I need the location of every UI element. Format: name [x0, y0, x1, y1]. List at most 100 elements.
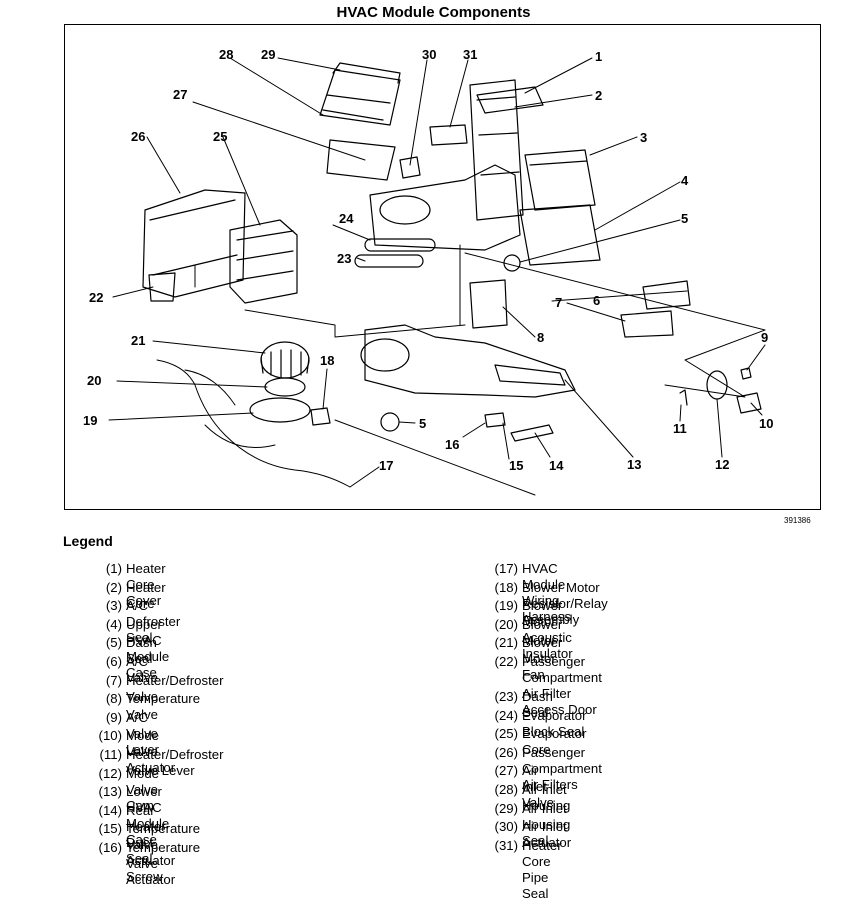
leader-lines — [108, 57, 766, 488]
legend-number: (15) — [98, 821, 122, 837]
callout-27: 27 — [173, 87, 187, 102]
legend-number: (3) — [105, 598, 122, 614]
legend-number: (16) — [98, 839, 122, 855]
callout-3: 3 — [640, 130, 647, 145]
callout-13: 13 — [627, 457, 641, 472]
callout-5-upper: 5 — [681, 211, 688, 226]
callout-23: 23 — [337, 251, 351, 266]
legend-number: (21) — [494, 635, 518, 651]
legend-label: Evaporator Block Seal — [522, 707, 587, 739]
legend-number: (29) — [494, 800, 518, 816]
legend-label: Temperature Valve — [126, 691, 201, 723]
legend-number: (12) — [98, 765, 122, 781]
callout-labels: 1 2 3 4 5 5 6 7 8 9 10 11 12 13 14 15 16… — [83, 47, 773, 473]
legend-label: Heater/Defroster Valve Lever — [126, 746, 224, 778]
legend-label: Blower Motor Resistor/Relay Assembly — [522, 579, 608, 627]
legend-label: A/C Valve Lever — [126, 709, 159, 757]
legend-label: Blower Motor Acoustic Insulator — [522, 598, 573, 662]
legend-number: (2) — [105, 579, 122, 595]
legend-label: Air Inlet Housing Seal — [522, 800, 571, 848]
callout-4: 4 — [681, 173, 689, 188]
legend-number: (30) — [494, 819, 518, 835]
legend-number: (9) — [105, 709, 122, 725]
callout-31: 31 — [463, 47, 477, 62]
legend-label: A/C Defroster Seal — [126, 598, 181, 646]
callout-12: 12 — [715, 457, 729, 472]
callout-2: 2 — [595, 88, 602, 103]
callout-14: 14 — [549, 458, 564, 473]
legend-label: HVAC Module Wiring Harness — [522, 561, 572, 624]
legend-number: (5) — [105, 635, 122, 651]
legend-label: Lower HVAC Module Case — [126, 784, 170, 848]
legend-number: (7) — [105, 672, 122, 688]
legend-number: (13) — [98, 784, 122, 800]
legend-label: Heater Core Pipe Seal — [522, 837, 562, 901]
legend-label: Rear Heater Duct Seal — [126, 802, 166, 866]
callout-22: 22 — [89, 290, 103, 305]
legend-number: (22) — [494, 653, 518, 669]
callout-20: 20 — [87, 373, 101, 388]
legend-number: (6) — [105, 653, 122, 669]
legend-label: Air Inlet Valve — [522, 763, 555, 811]
parts-artwork — [142, 62, 766, 496]
legend-number: (19) — [494, 598, 518, 614]
callout-28: 28 — [219, 47, 233, 62]
callout-21: 21 — [131, 333, 145, 348]
diagram-artwork: 1 2 3 4 5 5 6 7 8 9 10 11 12 13 14 15 16… — [83, 47, 773, 496]
callout-1: 1 — [595, 49, 602, 64]
legend-label: Dash Seal — [126, 635, 157, 667]
callout-6: 6 — [593, 293, 600, 308]
legend-number: (26) — [494, 744, 518, 760]
callout-16: 16 — [445, 437, 459, 452]
figure-id: 391386 — [784, 516, 811, 525]
callout-19: 19 — [83, 413, 97, 428]
callout-26: 26 — [131, 129, 145, 144]
legend-label: Heater Core — [126, 579, 166, 611]
callout-8: 8 — [537, 330, 544, 345]
callout-5-lower: 5 — [419, 416, 426, 431]
legend-number: (1) — [105, 561, 122, 576]
legend-label: Heater/Defroster Valve — [126, 672, 224, 704]
legend-number: (25) — [494, 726, 518, 742]
legend-label: Mode Valve Actuator — [126, 728, 176, 776]
callout-17: 17 — [379, 458, 393, 473]
legend-number: (20) — [494, 616, 518, 632]
legend-number: (27) — [494, 763, 518, 779]
callout-24: 24 — [339, 211, 354, 226]
legend-label: Temperature Valve Actuator — [126, 839, 201, 887]
callout-25: 25 — [213, 129, 227, 144]
legend-number: (8) — [105, 691, 122, 707]
callout-7: 7 — [555, 295, 562, 310]
legend-number: (31) — [494, 837, 518, 853]
legend-number: (17) — [494, 561, 518, 576]
legend-label: Passenger Compartment Air Filter Access … — [522, 653, 602, 717]
legend-label: A/C Valve — [126, 653, 159, 685]
legend-heading: Legend — [63, 533, 113, 549]
callout-30: 30 — [422, 47, 436, 62]
callout-10: 10 — [759, 416, 773, 431]
legend-number: (4) — [105, 616, 122, 632]
legend-label: Blower Motor Fan — [522, 635, 563, 683]
callout-18: 18 — [320, 353, 334, 368]
legend-label: Upper HVAC Module Case — [126, 616, 170, 680]
legend-number: (10) — [98, 728, 122, 744]
legend-label: Mode Valve Cam — [126, 765, 159, 813]
callout-29: 29 — [261, 47, 275, 62]
legend-number: (18) — [494, 579, 518, 595]
legend-label: Air Inlet Actuator — [522, 819, 572, 851]
legend-number: (11) — [99, 746, 122, 762]
page-title: HVAC Module Components — [336, 4, 531, 21]
legend-number: (23) — [494, 688, 518, 704]
legend-number: (28) — [494, 781, 518, 797]
legend-label: Evaporator Core — [522, 726, 587, 758]
legend-label: Blower Motor — [522, 616, 563, 648]
legend-label: Dash Seal — [522, 688, 553, 720]
legend-label: Passenger Compartment Air Filters — [522, 744, 602, 792]
exploded-view-diagram: 1 2 3 4 5 5 6 7 8 9 10 11 12 13 14 15 16… — [64, 24, 821, 510]
legend-label: Air Inlet Housing — [522, 781, 571, 813]
legend-number: (14) — [98, 802, 122, 818]
callout-15: 15 — [509, 458, 523, 473]
callout-11: 11 — [673, 421, 687, 436]
legend-number: (24) — [494, 707, 518, 723]
callout-9: 9 — [761, 330, 768, 345]
